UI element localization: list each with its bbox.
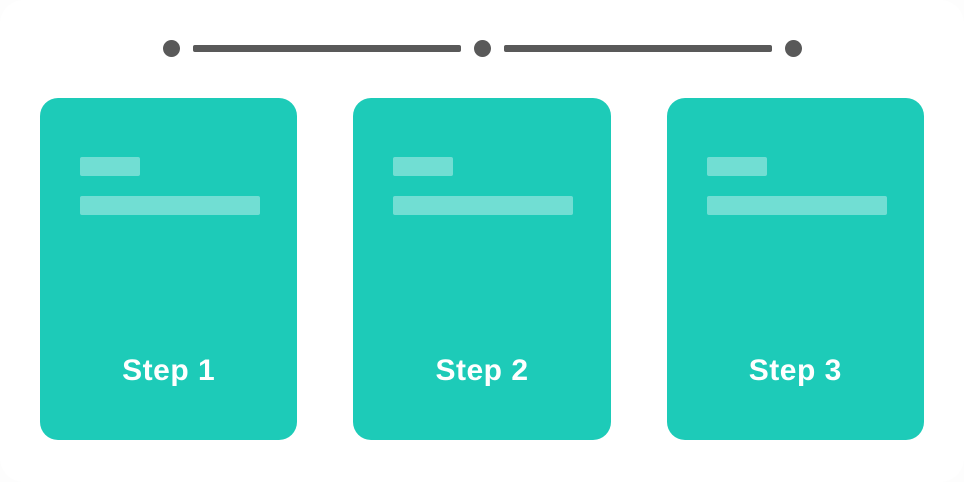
timeline-dot-2 xyxy=(473,39,491,57)
step-card-3: Step 3 xyxy=(666,98,924,440)
placeholder-bar-long xyxy=(80,196,260,215)
timeline-dot-1 xyxy=(162,39,180,57)
step-label-2: Step 2 xyxy=(435,354,529,387)
placeholder-bar-long xyxy=(706,196,887,215)
step-cards-row: Step 1 Step 2 Step 3 xyxy=(40,98,924,440)
step-card-1: Step 1 xyxy=(40,98,298,440)
timeline xyxy=(0,39,964,57)
step-card-2: Step 2 xyxy=(353,98,611,440)
placeholder-bar-long xyxy=(393,196,574,215)
placeholder-bar-short xyxy=(80,157,140,176)
timeline-connector-1 xyxy=(192,44,461,52)
step-label-1: Step 1 xyxy=(122,354,216,387)
placeholder-bar-short xyxy=(393,157,454,176)
timeline-dot-3 xyxy=(784,39,802,57)
step-label-3: Step 3 xyxy=(748,354,842,387)
timeline-connector-2 xyxy=(503,44,772,52)
placeholder-bar-short xyxy=(706,157,767,176)
